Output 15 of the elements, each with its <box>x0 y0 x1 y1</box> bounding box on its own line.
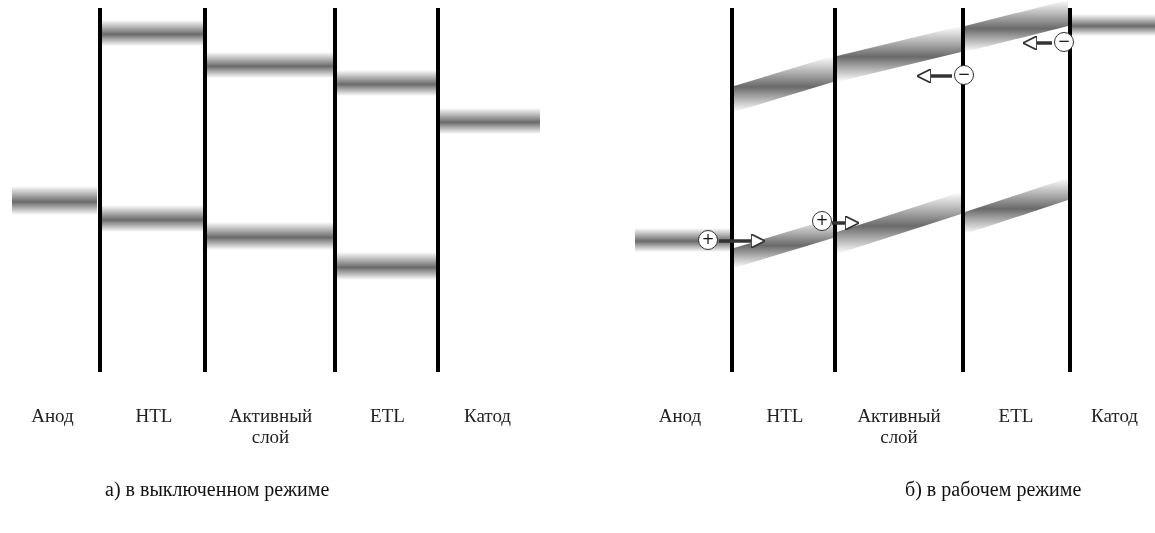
charge-symbol: − <box>954 65 974 85</box>
layer-label: ETL <box>997 405 1035 426</box>
layer-label: HTL <box>765 405 805 426</box>
layer-label: HTL <box>134 405 174 426</box>
layer-label: Активный слой <box>227 405 314 447</box>
panel-caption: б) в рабочем режиме <box>905 478 1082 501</box>
layer-label: Анод <box>657 405 703 426</box>
charge-symbol: − <box>1054 32 1074 52</box>
layer-label: Катод <box>1089 405 1139 426</box>
charge-symbol: + <box>812 211 832 231</box>
layer-label: Анод <box>30 405 75 426</box>
layer-label: Активный слой <box>856 405 942 447</box>
layer-label: Катод <box>462 405 512 426</box>
layer-label: ETL <box>369 405 406 426</box>
panel-caption: а) в выключенном режиме <box>105 478 330 501</box>
